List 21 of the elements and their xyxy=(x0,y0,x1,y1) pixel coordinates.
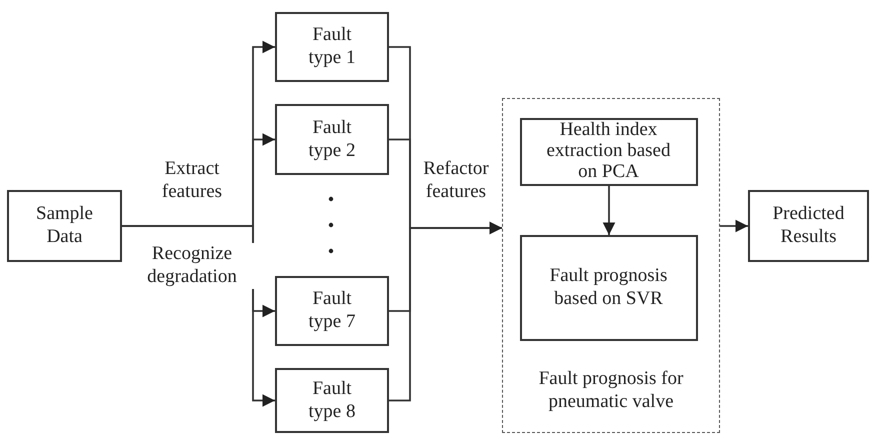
box-label: Health index extraction based on PCA xyxy=(546,120,672,183)
process-box xyxy=(275,368,389,433)
arrow xyxy=(602,186,616,235)
box-label: Fault type 1 xyxy=(308,24,356,70)
process-box xyxy=(520,118,698,186)
box-label: Fault type 7 xyxy=(308,288,356,334)
process-box xyxy=(275,104,389,175)
process-box xyxy=(7,190,122,262)
arrow xyxy=(389,222,502,402)
box-label: Predicted Results xyxy=(772,203,845,249)
box-label: Fault type 2 xyxy=(308,116,356,162)
arrow xyxy=(720,220,748,232)
process-box xyxy=(748,190,869,262)
box-label: Fault prognosis based on SVR xyxy=(548,264,668,310)
box-label: Fault type 8 xyxy=(308,378,356,424)
process-box xyxy=(520,234,698,340)
box-label: Sample Data xyxy=(35,203,94,249)
process-box xyxy=(275,12,389,82)
group-container xyxy=(502,98,720,433)
process-box xyxy=(275,276,389,346)
group-title: Fault prognosis for pneumatic valve xyxy=(538,368,684,414)
